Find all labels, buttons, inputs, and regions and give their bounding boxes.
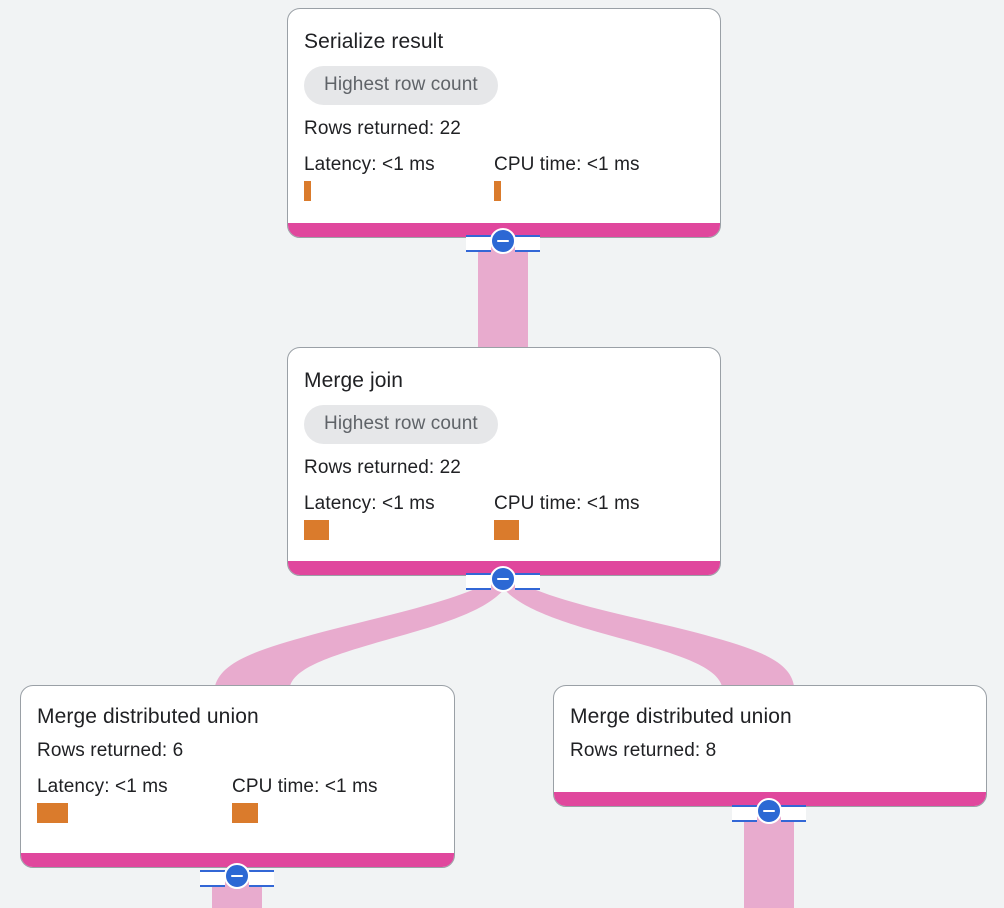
metric-cpu-time-label: CPU time: <1 ms xyxy=(494,493,640,514)
metric-cpu-time-label: CPU time: <1 ms xyxy=(232,776,378,797)
metric-cpu-time: CPU time: <1 ms xyxy=(232,775,378,823)
metric-cpu-time: CPU time: <1 ms xyxy=(494,153,640,201)
metric-cpu-time-bar xyxy=(494,181,501,201)
toggle-rail-left xyxy=(200,869,225,887)
node-title: Merge distributed union xyxy=(570,705,792,728)
node-body: Merge distributed union Rows returned: 8 xyxy=(554,686,986,777)
toggle-rail-right xyxy=(249,869,274,887)
node-title: Merge join xyxy=(304,369,404,392)
metric-latency: Latency: <1 ms xyxy=(37,775,232,823)
node-body: Merge join Highest row count Rows return… xyxy=(288,348,720,554)
edge-merge-join-to-right-union xyxy=(500,576,794,686)
highest-row-count-badge: Highest row count xyxy=(304,405,498,444)
toggle-rail-right xyxy=(515,572,540,590)
metric-latency-label: Latency: <1 ms xyxy=(304,154,435,175)
metric-latency: Latency: <1 ms xyxy=(304,153,494,201)
node-serialize-result[interactable]: Serialize result Highest row count Rows … xyxy=(287,8,721,238)
node-metrics: Latency: <1 ms CPU time: <1 ms xyxy=(304,153,704,201)
metric-cpu-time-label: CPU time: <1 ms xyxy=(494,154,640,175)
rows-returned-label: Rows returned: 6 xyxy=(37,740,184,761)
node-title: Merge distributed union xyxy=(37,705,259,728)
metric-latency-bar xyxy=(37,803,68,823)
node-body: Serialize result Highest row count Rows … xyxy=(288,9,720,215)
node-merge-distributed-union-right[interactable]: Merge distributed union Rows returned: 8 xyxy=(553,685,987,807)
node-metrics: Latency: <1 ms CPU time: <1 ms xyxy=(37,775,438,823)
metric-latency-bar xyxy=(304,520,329,540)
node-body: Merge distributed union Rows returned: 6… xyxy=(21,686,454,837)
toggle-rail-right xyxy=(781,804,806,822)
node-merge-join[interactable]: Merge join Highest row count Rows return… xyxy=(287,347,721,576)
node-merge-distributed-union-left[interactable]: Merge distributed union Rows returned: 6… xyxy=(20,685,455,868)
metric-latency-label: Latency: <1 ms xyxy=(304,493,435,514)
toggle-rail-left xyxy=(732,804,757,822)
minus-icon[interactable] xyxy=(756,798,782,824)
toggle-serialize-result[interactable] xyxy=(466,228,540,254)
metric-cpu-time-bar xyxy=(232,803,258,823)
metric-cpu-time-bar xyxy=(494,520,519,540)
metric-latency-label: Latency: <1 ms xyxy=(37,776,168,797)
edge-serialize-to-merge-join xyxy=(478,238,528,347)
toggle-rail-right xyxy=(515,234,540,252)
metric-latency: Latency: <1 ms xyxy=(304,492,494,540)
toggle-merge-distributed-union-right[interactable] xyxy=(732,798,806,824)
toggle-rail-left xyxy=(466,572,491,590)
minus-icon[interactable] xyxy=(224,863,250,889)
node-title: Serialize result xyxy=(304,30,444,53)
toggle-merge-distributed-union-left[interactable] xyxy=(200,863,274,889)
toggle-rail-left xyxy=(466,234,491,252)
toggle-merge-join[interactable] xyxy=(466,566,540,592)
metric-latency-bar xyxy=(304,181,311,201)
node-status-bar xyxy=(21,853,454,867)
rows-returned-label: Rows returned: 8 xyxy=(570,740,717,761)
highest-row-count-badge: Highest row count xyxy=(304,66,498,105)
node-metrics: Latency: <1 ms CPU time: <1 ms xyxy=(304,492,704,540)
edge-merge-join-to-left-union xyxy=(215,576,508,686)
rows-returned-label: Rows returned: 22 xyxy=(304,118,461,139)
metric-cpu-time: CPU time: <1 ms xyxy=(494,492,640,540)
minus-icon[interactable] xyxy=(490,566,516,592)
minus-icon[interactable] xyxy=(490,228,516,254)
rows-returned-label: Rows returned: 22 xyxy=(304,457,461,478)
